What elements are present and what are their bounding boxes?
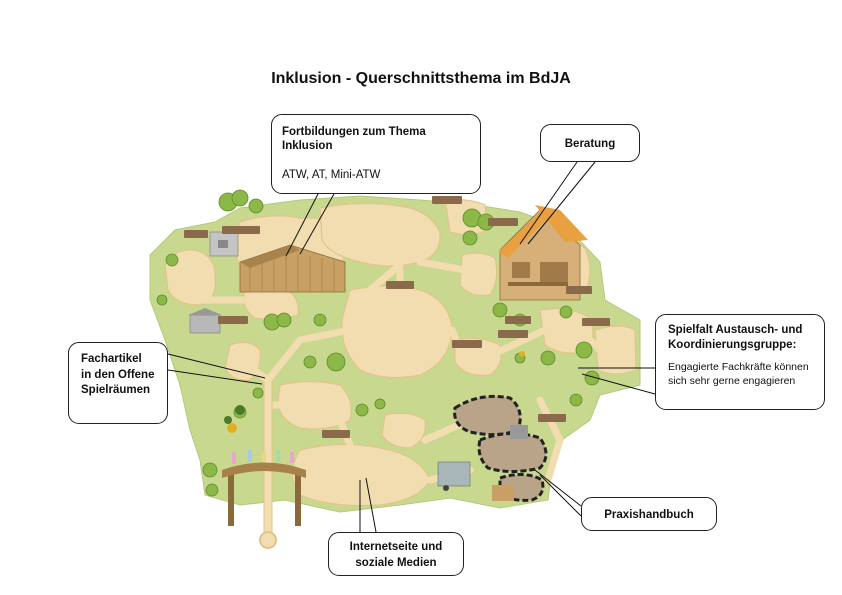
caravan: [437, 461, 471, 491]
callout-fortbildungen-text: ATW, AT, Mini-ATW: [282, 168, 381, 181]
callout-beratung: Beratung: [540, 124, 640, 162]
callout-beratung-heading: Beratung: [564, 138, 616, 150]
callout-spielfalt: Spielfalt Austausch- und Koordinierungsg…: [655, 314, 825, 410]
wooden-signs: [184, 196, 610, 438]
callout-internetseite-heading: Internetseite und soziale Medien: [349, 541, 443, 569]
shed-left: [188, 308, 222, 334]
callout-fachartikel-heading: Fachartikel in den Offene Spielräumen: [81, 353, 155, 397]
trees: [156, 189, 600, 497]
shed-top: [209, 231, 239, 257]
callout-fortbildungen: Fortbildungen zum Thema Inklusion ATW, A…: [271, 114, 481, 194]
callout-spielfalt-heading: Spielfalt Austausch- und Koordinierungsg…: [668, 324, 803, 351]
callout-spielfalt-text: Engagierte Fachkräfte können sich sehr g…: [668, 360, 809, 387]
callout-praxishandbuch: Praxishandbuch: [581, 497, 717, 531]
thatched-huts: [453, 394, 548, 502]
callout-praxishandbuch-heading: Praxishandbuch: [604, 509, 694, 521]
beratung-house: [498, 205, 588, 301]
wooden-hut: [239, 244, 346, 293]
callout-fachartikel: Fachartikel in den Offene Spielräumen: [68, 342, 168, 424]
entrance-ring: [259, 531, 277, 549]
entrance-gate: [222, 450, 306, 526]
callout-internetseite: Internetseite und soziale Medien: [328, 532, 464, 576]
page-title: Inklusion - Querschnittsthema im BdJA: [271, 70, 571, 87]
callout-fortbildungen-heading: Fortbildungen zum Thema Inklusion: [282, 126, 426, 153]
callout-pointers: [167, 161, 656, 533]
